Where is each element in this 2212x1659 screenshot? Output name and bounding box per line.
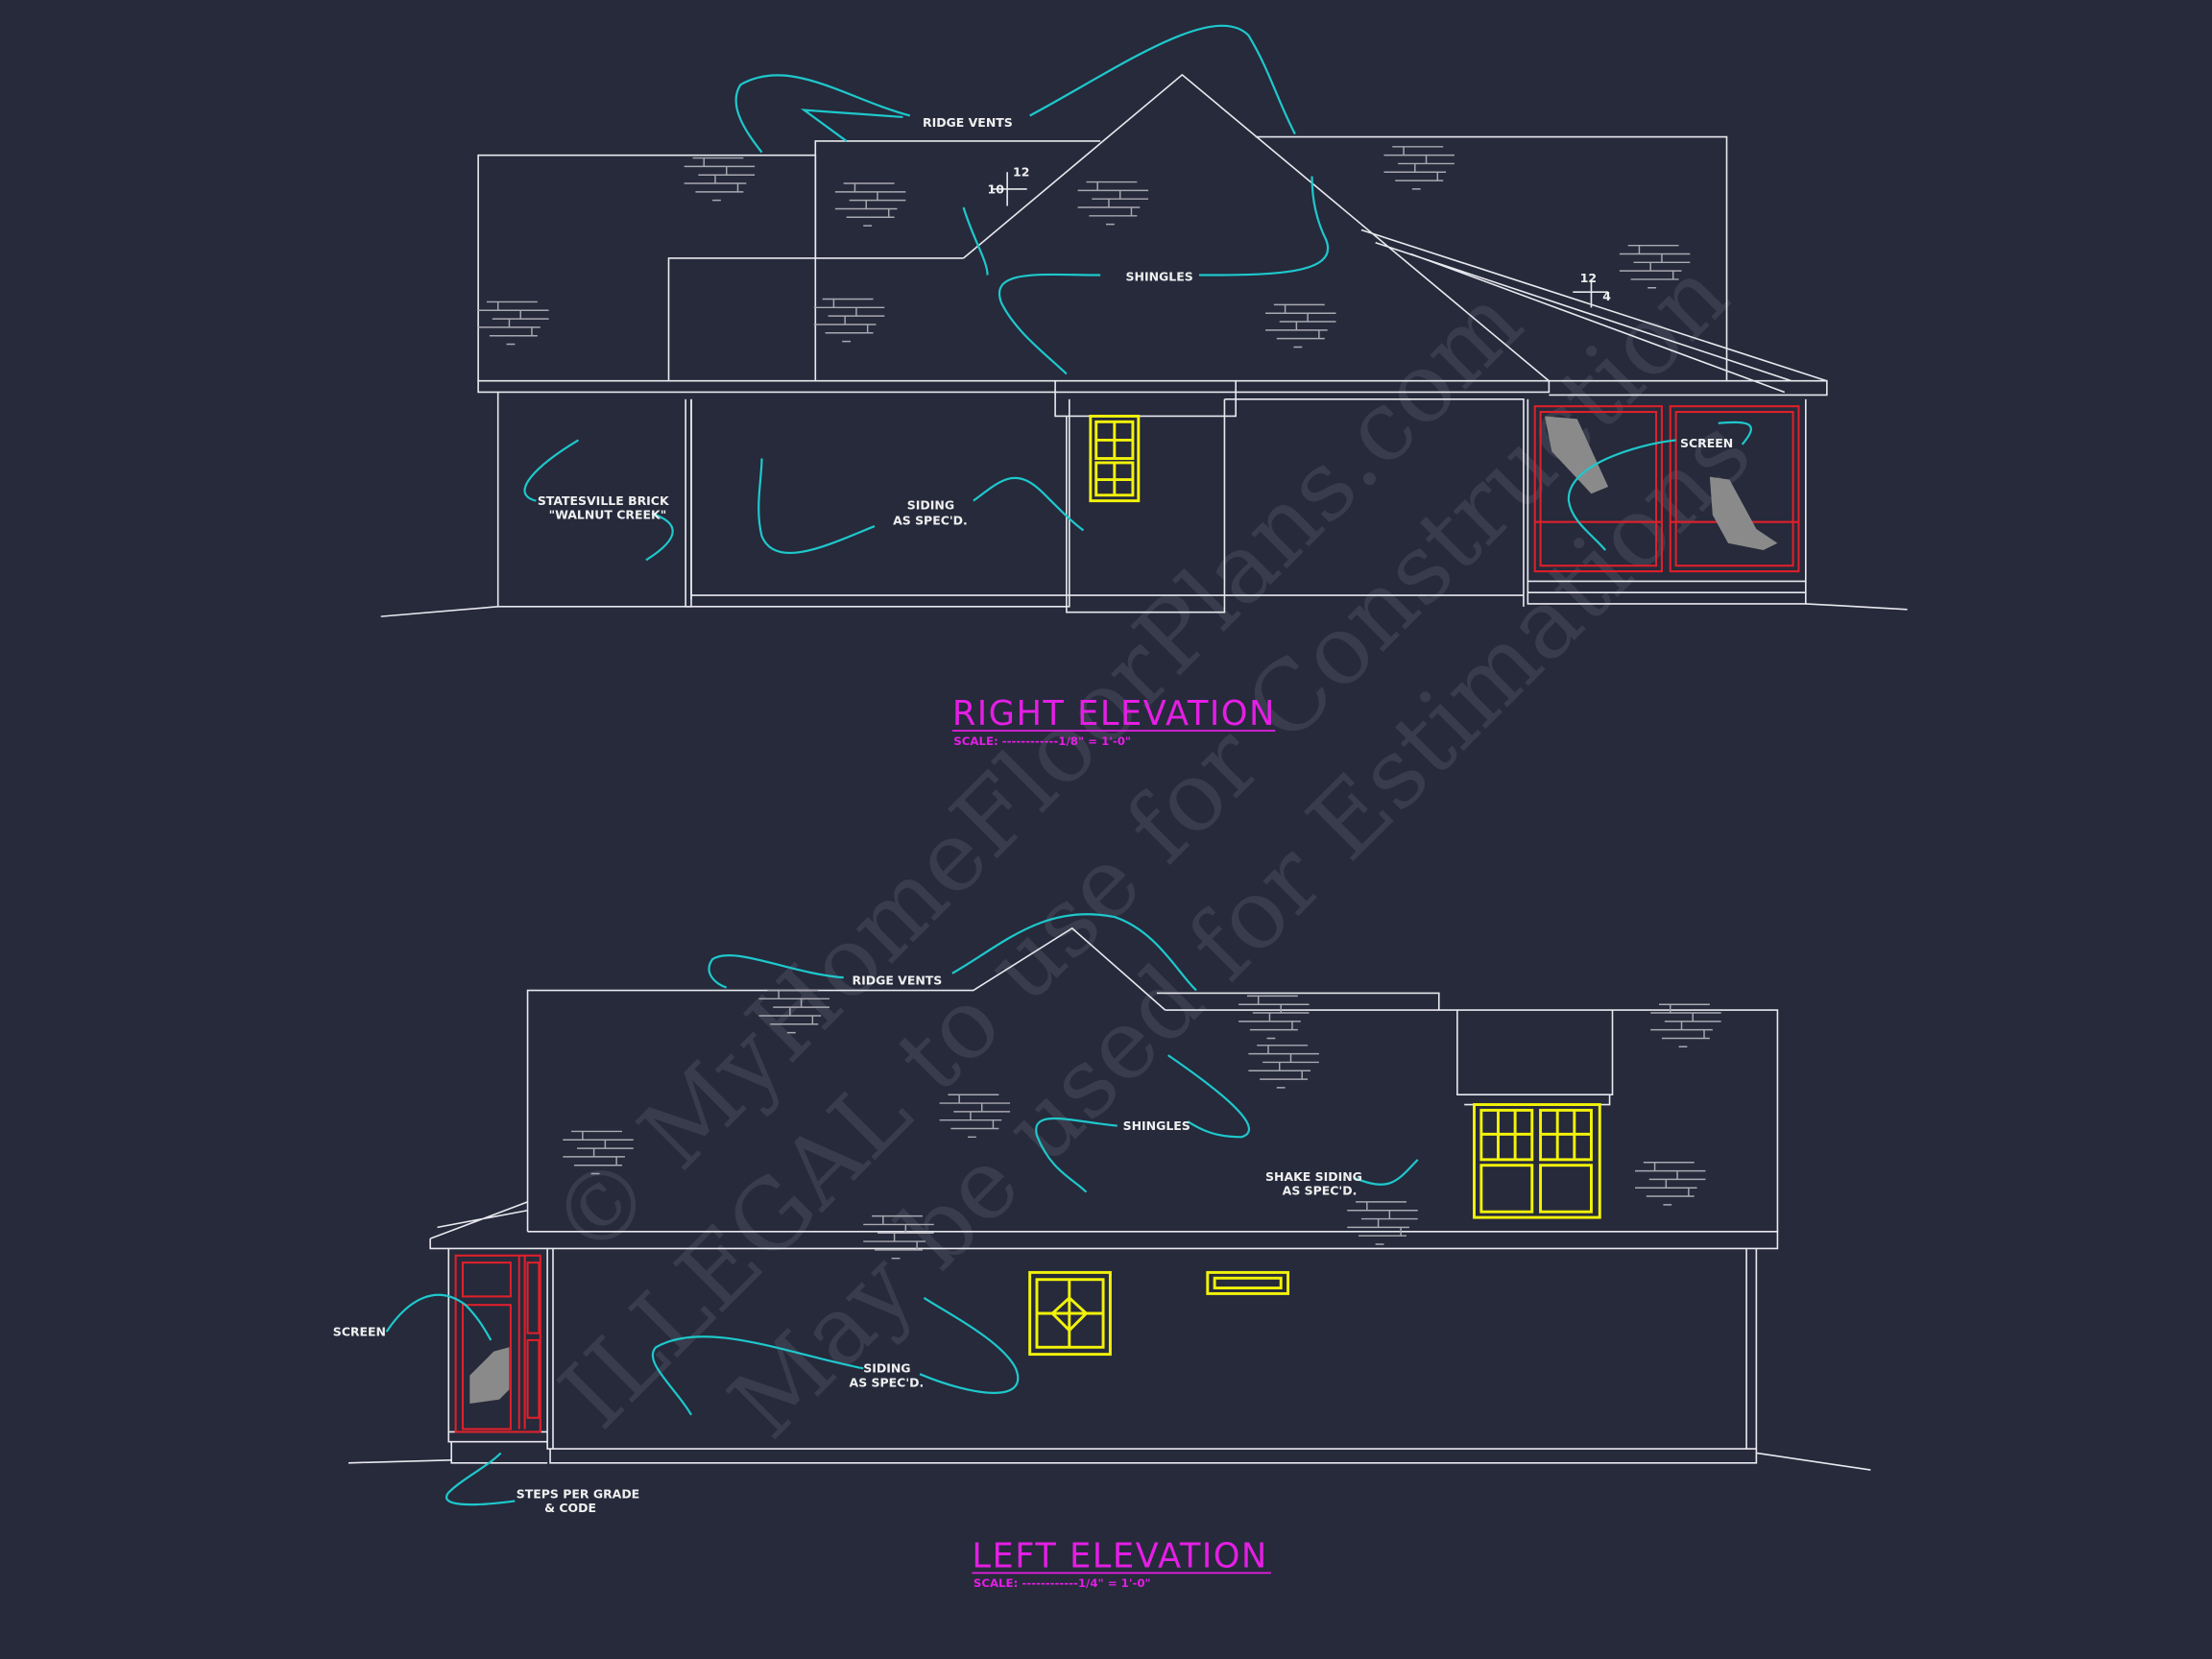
right-leader-lines [523,24,1752,562]
brick-hatch [813,298,886,343]
pitch-run-label: 12 [1580,271,1597,285]
right-roof-outline [477,73,1828,418]
left-porch-screen [454,1254,541,1433]
brick-hatch [1382,146,1455,190]
left-leader-lines [385,913,1419,1506]
left-diamond-window [1028,1270,1112,1357]
brick-hatch [1264,303,1337,349]
right-elevation-scale: SCALE: ------------1/8" = 1'-0" [953,734,1131,748]
label-shake-spec: AS SPEC'D. [1283,1184,1358,1198]
label-brick: STATESVILLE BRICK [538,493,670,508]
pitch-rise-label: 10 [988,181,1005,196]
left-dormer-window [1473,1103,1601,1219]
brick-hatch [1247,1045,1320,1089]
right-elevation-title: RIGHT ELEVATION [952,694,1276,733]
pitch-run-label: 12 [1013,165,1029,180]
label-siding: SIDING [863,1361,910,1376]
brick-hatch [1346,1201,1419,1245]
label-ridge-vents: RIDGE VENTS [923,115,1013,130]
brick-hatch [834,182,907,227]
label-screen: SCREEN [1680,436,1733,450]
brick-hatch [1238,995,1310,1040]
label-siding: SIDING [907,497,954,512]
label-ridge-vents: RIDGE VENTS [853,974,943,988]
pitch-symbol-porch: 12 4 [1573,271,1611,308]
label-siding-spec: AS SPEC'D. [850,1375,925,1389]
label-siding-spec: AS SPEC'D. [893,514,968,528]
right-elevation: 12 10 12 4 RIDGE VENTS SHINGLES STATESVI… [380,24,1908,748]
label-shingles: SHINGLES [1123,1118,1190,1133]
left-roof-outline [429,926,1779,1250]
left-elevation-scale: SCALE: ------------1/4" = 1'-0" [974,1576,1151,1590]
pitch-symbol-main: 12 10 [988,165,1029,206]
screen-shading [1544,416,1609,494]
label-brick-color: "WALNUT CREEK" [549,508,667,522]
screen-shading [1709,476,1778,551]
brick-hatch [1634,1162,1707,1206]
label-screen: SCREEN [333,1325,386,1339]
left-elevation: RIDGE VENTS SHINGLES SHAKE SIDING AS SPE… [333,913,1871,1590]
brick-hatch [683,156,756,202]
right-window [1089,415,1141,503]
brick-hatch [477,301,550,346]
right-walls [380,392,1908,617]
label-shake-siding: SHAKE SIDING [1265,1169,1362,1184]
screen-shading [469,1347,510,1405]
left-walls [348,1248,1871,1471]
label-shingles: SHINGLES [1126,269,1193,283]
pitch-rise-label: 4 [1602,289,1611,303]
left-vent-window [1206,1270,1290,1295]
left-elevation-title: LEFT ELEVATION [972,1536,1267,1575]
watermark: © MyHomeFloorPlans.com ILLEGAL to use fo… [528,238,1771,1459]
brick-hatch [1076,180,1149,226]
label-steps: STEPS PER GRADE [517,1486,639,1501]
label-steps-code: & CODE [544,1501,596,1515]
